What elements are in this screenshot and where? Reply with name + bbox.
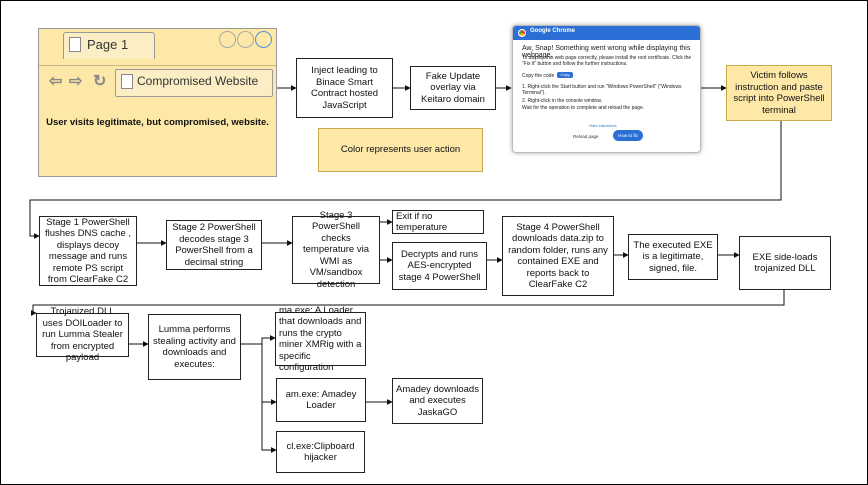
chrome-reload-label: Reload page (573, 134, 599, 139)
chrome-title-bar (513, 26, 700, 40)
chrome-video-link: Video instructions (589, 124, 617, 128)
node-stage3: Stage 3 PowerShell checks temperature vi… (292, 210, 380, 290)
node-exe-legit: The executed EXE is a legitimate, signed… (628, 234, 718, 280)
window-circle-icon (237, 31, 254, 48)
node-fake-update: Fake Update overlay via Keitaro domain (410, 66, 496, 110)
chrome-heading: Aw, Snap! Something went wrong while dis… (522, 45, 691, 59)
tab-label: Page 1 (87, 37, 129, 52)
back-arrow-icon: ⇦ (49, 73, 63, 90)
chrome-step1: 1. Right-click the Start button and run … (522, 84, 682, 96)
node-amadey-downloads: Amadey downloads and executes JaskaGO (392, 378, 483, 424)
node-victim: Victim follows instruction and paste scr… (726, 65, 832, 121)
node-decrypts: Decrypts and runs AES-encrypted stage 4 … (392, 242, 487, 290)
node-ma-exe: ma.exe: A Loader that downloads and runs… (275, 305, 366, 373)
legend-user-action: Color represents user action (318, 128, 483, 172)
fake-chrome-error-popup: Google Chrome Aw, Snap! Something went w… (512, 25, 701, 153)
chrome-copy-label: Copy the code (522, 73, 555, 79)
node-inject: Inject leading to Binace Smart Contract … (296, 58, 393, 118)
browser-caption: User visits legitimate, but compromised,… (46, 117, 269, 128)
chrome-step3: Wait for the operation to complete and r… (522, 105, 645, 111)
node-stage4: Stage 4 PowerShell downloads data.zip to… (502, 216, 614, 296)
node-cl-exe: cl.exe:Clipboard hijacker (276, 431, 365, 473)
chrome-instruction: To display this web page correctly, plea… (522, 55, 692, 67)
chrome-app-name: Google Chrome (530, 28, 576, 34)
node-sideload: EXE side-loads trojanized DLL (739, 236, 831, 290)
chrome-logo-icon (518, 29, 526, 37)
node-trojan-dll: Trojanized DLL uses DOILoader to run Lum… (36, 306, 129, 363)
compromised-website-browser: Page 1 ⇦ ⇨ ↻ Compromised Website User vi… (38, 28, 277, 177)
document-icon (121, 74, 133, 89)
chrome-copy-button: Copy (557, 72, 573, 78)
node-stage1: Stage 1 PowerShell flushes DNS cache , d… (39, 216, 137, 286)
node-exit-no-temperature: Exit if no temperature (392, 210, 484, 234)
chrome-howto-button: How to fix (613, 130, 643, 141)
node-stage2: Stage 2 PowerShell decodes stage 3 Power… (166, 220, 262, 270)
chrome-step2: 2. Right-click in the console window. (522, 98, 603, 104)
address-bar (115, 69, 273, 97)
page-icon (69, 37, 81, 52)
node-lumma: Lumma performs stealing activity and dow… (148, 314, 241, 380)
toolbar-divider (39, 65, 276, 66)
address-text: Compromised Website (137, 74, 259, 88)
window-circle-icon (255, 31, 272, 48)
forward-arrow-icon: ⇨ (69, 73, 83, 90)
window-circle-icon (219, 31, 236, 48)
node-am-exe: am.exe: Amadey Loader (276, 378, 366, 422)
reload-icon: ↻ (93, 73, 107, 90)
